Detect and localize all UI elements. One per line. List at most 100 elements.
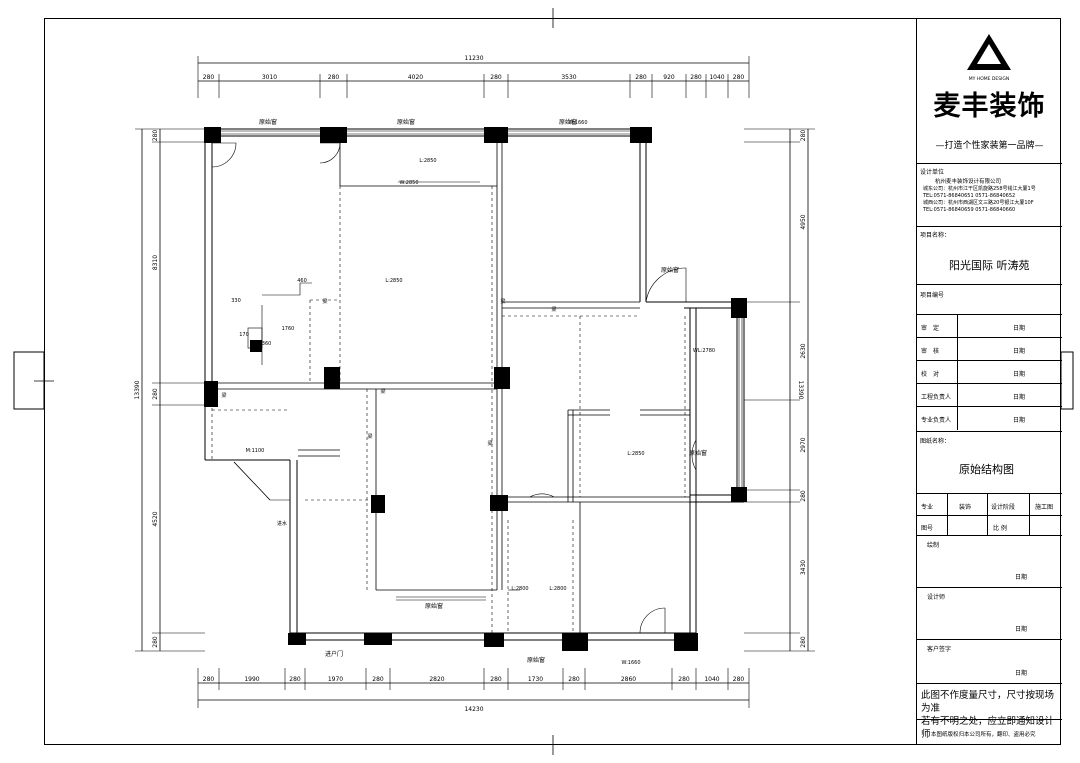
beam-label: 梁: [487, 440, 492, 447]
approval-label: 审 定: [921, 325, 940, 332]
footer-section: 本图纸版权归本公司所有，翻印、盗用必究: [917, 719, 1062, 745]
dim-left: 280: [152, 130, 159, 142]
notice-line: 此图不作度量尺寸，尺寸按现场为准: [921, 690, 1055, 714]
dim-bottom: 2860: [621, 676, 636, 683]
plan-note: L:2850: [419, 158, 436, 164]
plan-note: L:2850: [385, 278, 402, 284]
approval-label: 校 对: [921, 371, 940, 378]
title-block: MY HOME DESIGN 麦丰装饰 —打造个性家装第一品牌— 设计单位 杭州…: [916, 18, 1062, 745]
drawing-name-label: 图纸名称：: [920, 438, 951, 445]
drawing-name-value: 原始结构图: [959, 463, 1014, 476]
signature-label: 客户签字: [927, 646, 952, 653]
approval-date: 日期: [1013, 394, 1026, 401]
specialty-value: 装饰: [959, 504, 972, 511]
stage-value: 施工图: [1035, 504, 1054, 511]
dim-bottom: 280: [568, 676, 580, 683]
brand-logo-text: MY HOME DESIGN: [969, 76, 1010, 82]
footer-text: 本图纸版权归本公司所有，翻印、盗用必究: [931, 732, 1036, 738]
dim-right: 280: [800, 130, 807, 142]
plan-note: 1360: [259, 341, 272, 347]
plan-note: 460: [297, 278, 307, 284]
plan-note: W:1660: [568, 120, 587, 126]
dim-left: 280: [152, 636, 159, 648]
company-name: 杭州麦丰装饰设计有限公司: [935, 179, 1002, 185]
meta-section: 专业 装饰 设计阶段 施工图 图号 比 例: [917, 493, 1062, 536]
approval-label: 审 核: [921, 348, 940, 355]
plan-note: 170: [239, 332, 249, 338]
signature-row: 客户签字日期: [917, 639, 1062, 683]
room-label: 原始窗: [661, 266, 679, 274]
dim-bottom: 1730: [528, 676, 543, 683]
plan-note: W:2850: [399, 180, 418, 186]
project-no-section: 项目编号: [917, 284, 1062, 314]
company-label: 设计单位: [920, 169, 945, 176]
dim-bottom: 2820: [429, 676, 444, 683]
dim-top: 280: [635, 74, 647, 81]
plan-note: 330: [231, 298, 241, 304]
svg-text:13390: 13390: [134, 380, 141, 399]
brand-logo: MY HOME DESIGN: [967, 34, 1011, 82]
company-section: 设计单位 杭州麦丰装饰设计有限公司 城东公司：杭州市江干区凯旋路258号钱江大厦…: [917, 163, 1062, 243]
dim-bottom: 280: [289, 676, 301, 683]
dim-right: 2970: [800, 437, 807, 452]
approval-row: 审 核日期: [917, 337, 1062, 361]
dim-top: 280: [203, 74, 215, 81]
dim-bottom: 280: [203, 676, 215, 683]
drawing-name-section: 图纸名称： 原始结构图: [917, 431, 1062, 493]
brand-name: 麦丰装饰: [933, 91, 1046, 122]
company-address-line: 城东公司：杭州市江干区凯旋路258号钱江大厦1号: [923, 186, 1036, 192]
dim-left: 4520: [152, 511, 159, 526]
notice-line: 若有不明之处，应立即通知设计师: [921, 716, 1055, 740]
dim-top: 3530: [561, 74, 576, 81]
svg-text:13390: 13390: [797, 380, 804, 399]
project-label: 项目名称：: [920, 232, 951, 239]
approval-date: 日期: [1013, 371, 1026, 378]
dim-top: 280: [328, 74, 340, 81]
beam-label: 梁: [322, 298, 327, 305]
plan-note: WL:2780: [693, 348, 715, 354]
plan-total-top: 11230: [464, 55, 483, 62]
plan-note: 进水: [277, 520, 287, 527]
dim-top: 4020: [408, 74, 423, 81]
dim-top: 280: [733, 74, 745, 81]
room-label: 进户门: [325, 650, 343, 658]
approval-date: 日期: [1013, 325, 1026, 332]
signature-label: 设计师: [927, 594, 946, 601]
approval-row: 工程负责人 日期: [917, 383, 1062, 407]
signature-label: 绘制: [927, 542, 940, 549]
plan-note: W:1660: [621, 660, 640, 666]
dim-bottom: 280: [733, 676, 745, 683]
beam-label: 梁: [551, 306, 556, 313]
room-label: 原始窗: [397, 118, 415, 126]
approval-label: 专业负责人: [921, 417, 952, 424]
beam-label: 梁: [221, 392, 226, 399]
brand-slogan: —打造个性家装第一品牌—: [935, 141, 1044, 151]
drawing-no-label: 图号: [921, 525, 934, 532]
room-label: 原始窗: [689, 449, 707, 457]
approval-label: 工程负责人: [921, 394, 952, 401]
project-no-label: 项目编号: [920, 292, 945, 299]
dim-right: 4950: [800, 214, 807, 229]
company-address-line: TEL:0571-86840651 0571-86840652: [923, 193, 1016, 199]
beam-label: 梁: [367, 433, 372, 440]
room-label: 原始窗: [527, 656, 545, 664]
room-label: 原始窗: [259, 118, 277, 126]
project-value: 阳光国际 听涛苑: [949, 259, 1030, 272]
beam-label: 梁: [380, 388, 385, 395]
dim-right: 3430: [800, 560, 807, 575]
company-address-line: 城西公司：杭州市西湖区文三路20号银江大厦10F: [923, 200, 1034, 206]
notice-section: 此图不作度量尺寸，尺寸按现场为准若有不明之处，应立即通知设计师: [917, 683, 1062, 740]
dim-top: 280: [490, 74, 502, 81]
dim-top: 1040: [709, 74, 724, 81]
approval-row: 专业负责人日期: [917, 406, 1062, 430]
plan-note: M:1100: [246, 448, 265, 454]
dim-left: 280: [152, 388, 159, 400]
beam-label: 梁: [500, 298, 505, 305]
plan-note: L:2850: [627, 451, 644, 457]
dim-left: 8310: [152, 255, 159, 270]
approval-row: 校 对 日期: [917, 360, 1062, 384]
signature-date: 日期: [1015, 574, 1028, 581]
plan-note: L:2800: [511, 586, 528, 592]
signature-row: 绘制日期: [917, 535, 1062, 587]
